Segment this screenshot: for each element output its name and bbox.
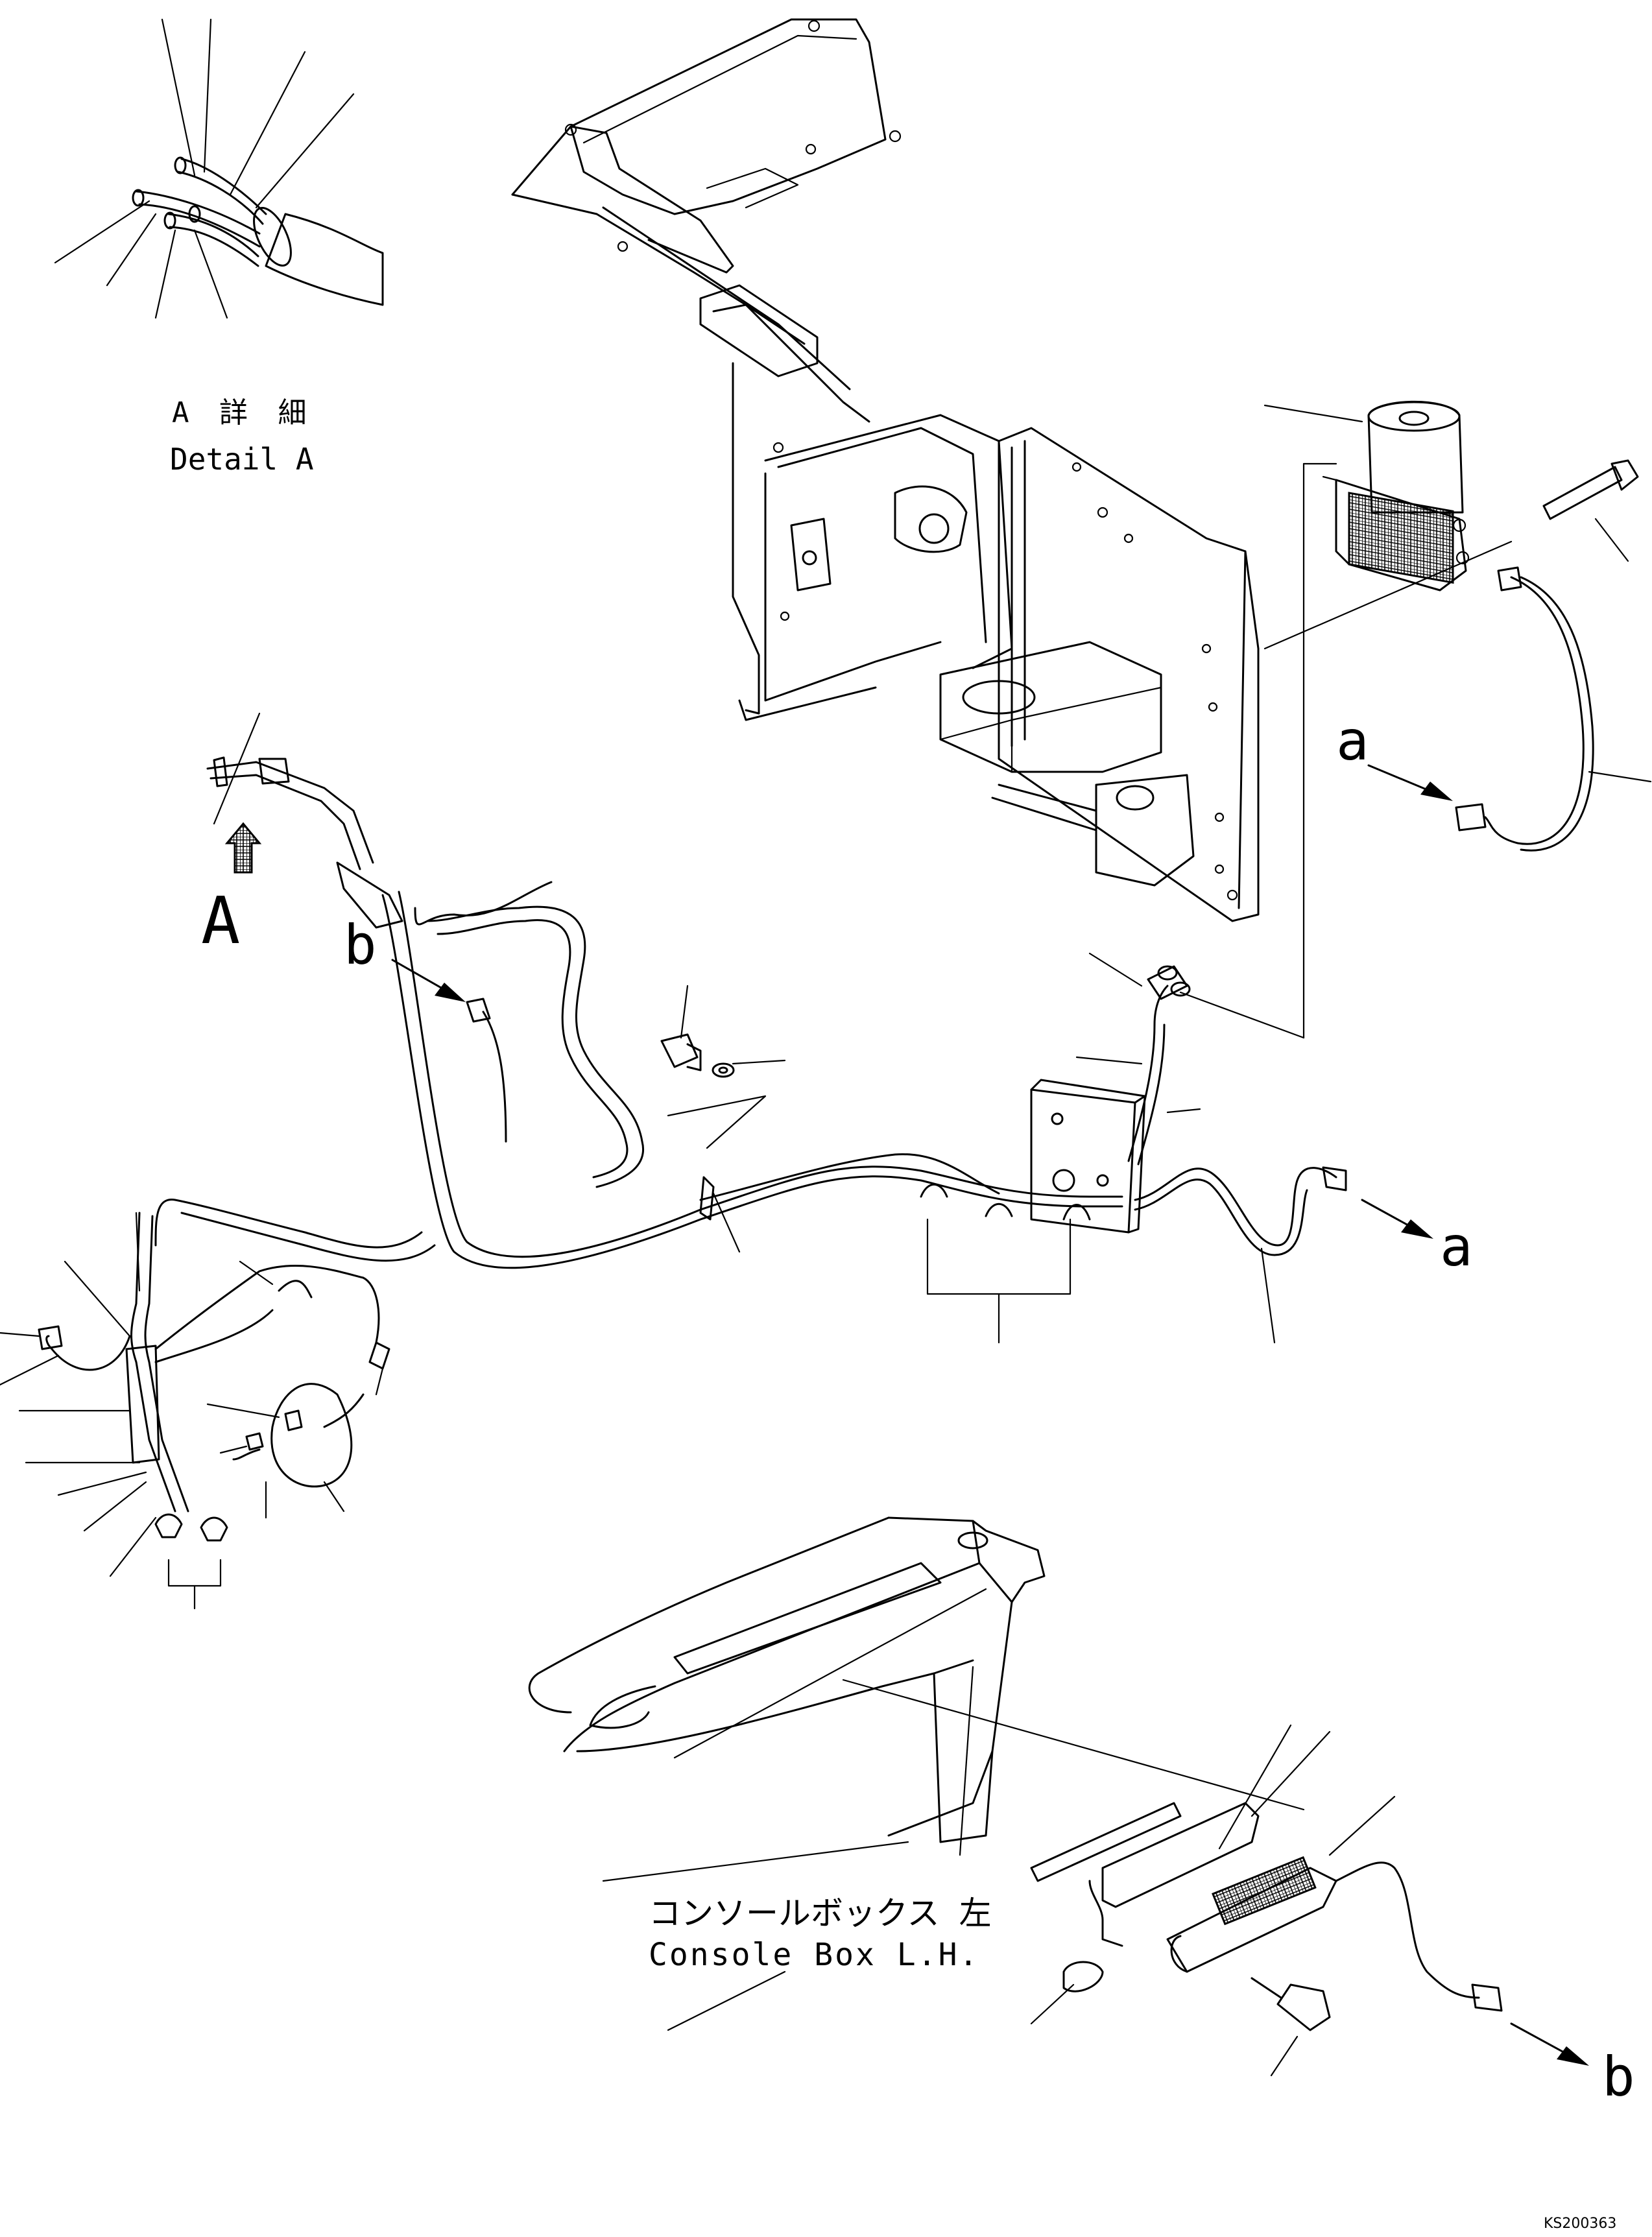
connector-label-a-lower: a	[1440, 1215, 1473, 1278]
detail-a-illustration	[54, 18, 384, 319]
clamp-callout-bracket	[926, 1218, 1071, 1295]
relay-lead	[1075, 952, 1201, 1166]
leader-controller-panel	[1263, 540, 1513, 650]
arrow-to-b-lower	[1510, 2022, 1589, 2066]
callout-bracket-bottom	[1179, 991, 1305, 1039]
connector-label-b-lower: b	[1602, 2045, 1635, 2109]
console-box-label-jp: コンソールボックス 左	[649, 1895, 992, 1932]
leader-detail-a	[213, 712, 261, 825]
connector-label-a-upper: a	[1336, 709, 1369, 772]
detail-a-label-jp: A 詳 細	[172, 396, 313, 429]
main-harness	[154, 756, 1123, 1269]
mounting-plate	[660, 985, 1146, 1234]
arrow-to-b-upper	[391, 959, 507, 1143]
connector-label-b-upper: b	[344, 913, 377, 977]
drawing-number: KS200363	[1544, 2216, 1617, 2232]
controller-unit	[1263, 400, 1470, 592]
arrow-to-a-lower	[1361, 1199, 1433, 1239]
harness-right-to-a	[1455, 566, 1652, 852]
left-sub-harness	[0, 1212, 390, 1610]
view-arrow-a	[224, 822, 262, 874]
lamp-assembly	[1030, 1724, 1503, 2077]
harness-to-a-lower	[1134, 1166, 1347, 1344]
bolt-upper-right	[1542, 459, 1639, 562]
cab-panel-assembly	[511, 18, 1260, 922]
detail-a-label-en: Detail A	[170, 442, 314, 477]
console-box	[528, 1516, 1305, 2031]
console-box-label-en: Console Box L.H.	[649, 1937, 980, 1973]
arrow-to-a-upper	[1367, 764, 1453, 801]
view-marker-a: A	[201, 883, 241, 959]
